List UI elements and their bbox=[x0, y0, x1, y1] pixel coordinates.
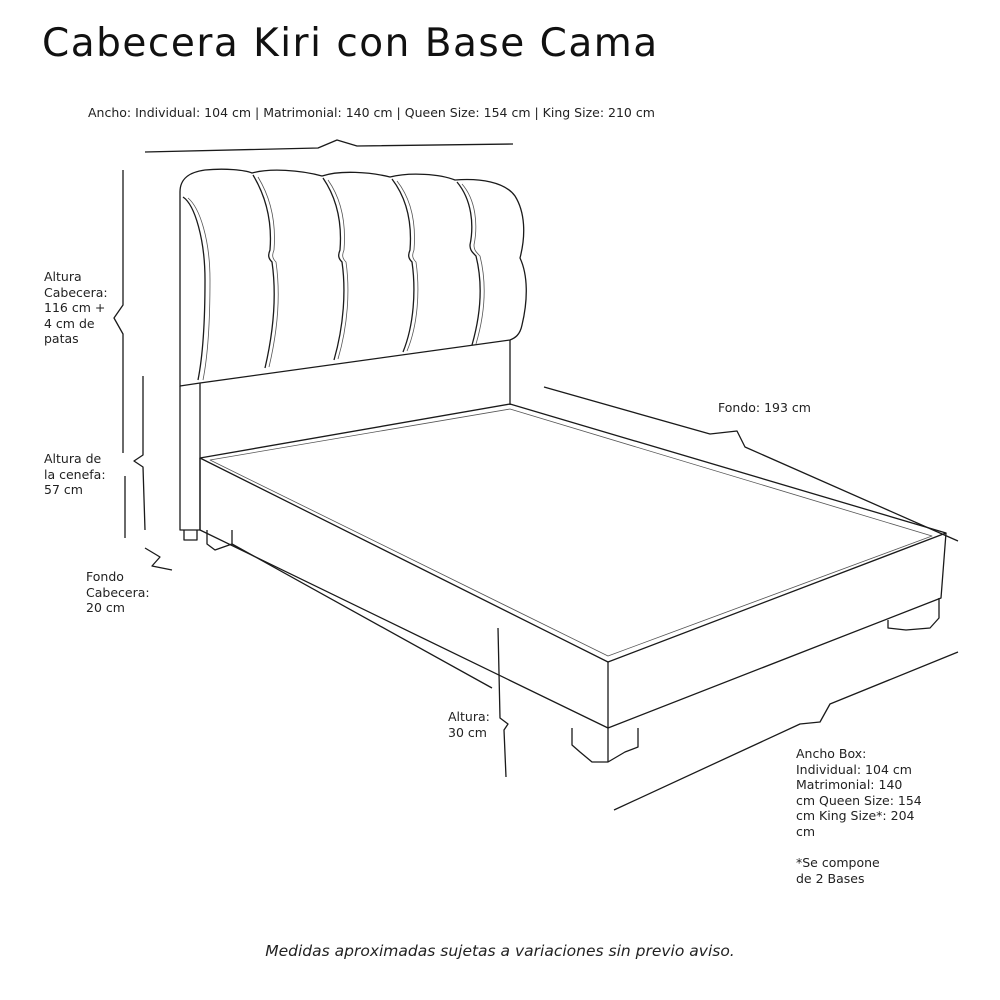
disclaimer-footer: Medidas aproximadas sujetas a variacione… bbox=[265, 942, 735, 960]
width-dimension-label: Ancho: Individual: 104 cm | Matrimonial:… bbox=[88, 105, 655, 120]
page-title: Cabecera Kiri con Base Cama bbox=[42, 21, 659, 66]
skirt-height-dimension-line bbox=[133, 376, 146, 531]
king-size-note: *Se compone de 2 Bases bbox=[796, 855, 880, 886]
headboard-height-dimension-line bbox=[113, 170, 124, 453]
depth-dimension-line bbox=[543, 386, 959, 542]
depth-label: Fondo: 193 cm bbox=[718, 400, 811, 415]
headboard-outline bbox=[179, 168, 527, 387]
headboard-depth-label: Fondo Cabecera: 20 cm bbox=[86, 569, 150, 616]
base-front-left-side bbox=[199, 458, 609, 729]
box-width-label: Ancho Box: Individual: 104 cm Matrimonia… bbox=[796, 746, 922, 839]
height-dimension-line bbox=[497, 627, 509, 778]
base-front-right-side bbox=[607, 532, 947, 729]
headboard-height-label: Altura Cabecera: 116 cm + 4 cm de patas bbox=[44, 269, 108, 347]
base-left-leg bbox=[206, 530, 233, 551]
width-dimension-line bbox=[144, 139, 514, 153]
skirt-height-label: Altura de la cenefa: 57 cm bbox=[44, 451, 106, 498]
base-front-leg bbox=[571, 728, 639, 763]
base-height-label: Altura: 30 cm bbox=[448, 709, 490, 740]
headboard-depth-dimension-line bbox=[144, 547, 173, 571]
headboard-left-post bbox=[179, 383, 201, 531]
base-right-leg bbox=[887, 598, 940, 631]
box-width-dimension-line bbox=[613, 651, 959, 811]
